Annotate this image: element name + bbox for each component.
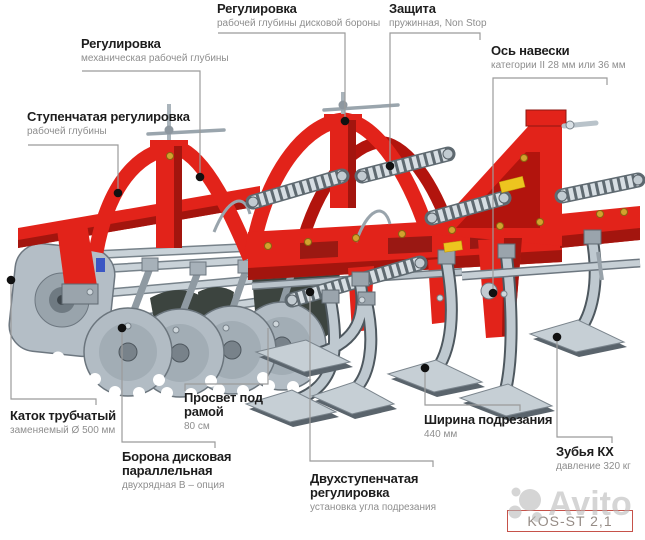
callout-line-disc-harrow xyxy=(121,328,216,448)
warning-stickers xyxy=(443,175,526,253)
callout-title: Ось навески xyxy=(491,43,570,58)
callout-line-hitch-axis xyxy=(492,77,608,293)
callout-dot-disc-harrow xyxy=(117,323,127,333)
callout-cutting-width: Ширина подрезания 440 мм xyxy=(424,413,552,441)
callout-line-frame-clearance xyxy=(184,328,269,391)
callout-line-mechanical-adjustment xyxy=(82,70,201,177)
callout-title: Ширина подрезания xyxy=(424,412,553,427)
callout-title: Регулировка xyxy=(81,36,161,51)
callout-dot-kx-teeth xyxy=(552,332,562,342)
callout-two-step-adjustment: Двухступенчатая регулировка установка уг… xyxy=(310,472,436,514)
callout-mechanical-adjustment: Регулировка механическая рабочей глубины xyxy=(81,37,229,65)
callout-subtitle: 440 мм xyxy=(424,429,458,440)
depth-adjuster-left xyxy=(146,104,226,248)
lower-bar-right xyxy=(461,251,641,281)
callout-subtitle: пружинная, Non Stop xyxy=(389,18,487,29)
callout-subtitle: рабочей глубины дисковой бороны xyxy=(217,18,381,29)
callout-line-disc-depth-adjustment xyxy=(218,32,346,121)
callout-disc-harrow: Борона дисковая параллельная двухрядная … xyxy=(122,450,231,492)
callout-subtitle: заменяемый Ø 500 мм xyxy=(10,425,116,436)
callout-dot-stepped-adjustment xyxy=(113,188,123,198)
callout-title: Борона дисковая параллельная xyxy=(122,449,232,478)
callout-title: Двухступенчатая регулировка xyxy=(310,471,419,500)
callout-subtitle: установка угла подрезания xyxy=(310,502,437,513)
tines xyxy=(244,229,627,427)
callout-dot-mechanical-adjustment xyxy=(195,172,205,182)
callout-title: Каток трубчатый xyxy=(10,408,116,423)
gold-bolts xyxy=(166,152,628,250)
callout-line-two-step-adjustment xyxy=(309,292,434,467)
coil-springs xyxy=(245,146,645,308)
callout-dot-cutting-width xyxy=(420,363,430,373)
callout-line-kx-teeth xyxy=(556,337,613,443)
callout-kx-teeth: Зубья КХ давление 320 кг xyxy=(556,445,631,473)
callout-dot-protection xyxy=(385,161,395,171)
callout-subtitle: механическая рабочей глубины xyxy=(81,53,229,64)
callout-tube-roller: Каток трубчатый заменяемый Ø 500 мм xyxy=(10,409,116,437)
callout-subtitle: 80 см xyxy=(184,421,210,432)
callout-dot-disc-depth-adjustment xyxy=(340,116,350,126)
callout-dot-tube-roller xyxy=(6,275,16,285)
callout-subtitle: категории II 28 мм или 36 мм xyxy=(491,60,626,71)
callout-line-protection xyxy=(389,32,481,166)
callout-disc-depth-adjustment: Регулировка рабочей глубины дисковой бор… xyxy=(217,2,380,30)
callout-title: Ступенчатая регулировка xyxy=(27,109,190,124)
model-label: KOS-ST 2,1 xyxy=(527,513,613,529)
callout-protection: Защита пружинная, Non Stop xyxy=(389,2,487,30)
callout-hitch-axis: Ось навески категории II 28 мм или 36 мм xyxy=(491,44,626,72)
callout-line-stepped-adjustment xyxy=(28,144,119,193)
callout-subtitle: давление 320 кг xyxy=(556,461,631,472)
model-label-box: KOS-ST 2,1 xyxy=(507,510,633,532)
callout-dot-hitch-axis xyxy=(488,288,498,298)
callout-subtitle: рабочей глубины xyxy=(27,126,107,137)
callout-title: Зубья КХ xyxy=(556,444,614,459)
callout-frame-clearance: Просвет под рамой 80 см xyxy=(184,391,263,433)
callout-line-tube-roller xyxy=(10,280,97,405)
callout-title: Регулировка xyxy=(217,1,297,16)
callout-dot-two-step-adjustment xyxy=(305,287,315,297)
spring-hooks xyxy=(212,199,392,243)
callout-title: Просвет под рамой xyxy=(184,390,263,419)
callout-line-cutting-width xyxy=(424,368,521,411)
callout-subtitle: двухрядная В – опция xyxy=(122,480,225,491)
callout-stepped-adjustment: Ступенчатая регулировка рабочей глубины xyxy=(27,110,190,138)
callout-title: Защита xyxy=(389,1,436,16)
